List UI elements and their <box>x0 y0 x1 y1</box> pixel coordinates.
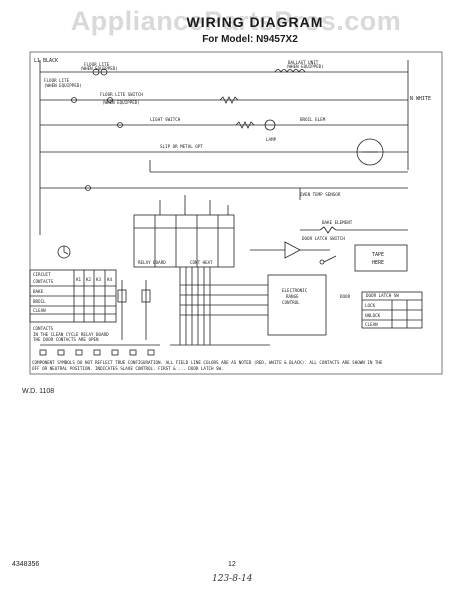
label-lamp: LAMP <box>266 137 277 142</box>
label-lock: LOCK <box>365 303 376 308</box>
label-floor-lite-top: FLOOR LITE <box>84 62 110 67</box>
watermark-text: AppliancePartsPros.com <box>70 6 402 36</box>
table-col-k1: K1 <box>76 277 82 282</box>
label-ballast-when-equipped: (WHEN EQUIPPED) <box>286 64 324 69</box>
page-number: 12 <box>228 561 236 568</box>
label-switch-when-equipped: (WHEN EQUIPPED) <box>102 100 140 105</box>
table-row-broil: BROIL <box>33 299 46 304</box>
label-oven-temp: OVEN TEMP SENSOR <box>300 192 341 197</box>
label-light-switch: LIGHT SWITCH <box>150 117 181 122</box>
label-unlock: UNLOCK <box>365 313 381 318</box>
table-col-k2: K2 <box>86 277 92 282</box>
legend-contacts: CONTACTS <box>33 326 54 331</box>
label-clean: CLEAN <box>365 322 378 327</box>
label-door-latch-switch: DOOR LATCH SWITCH <box>302 236 345 241</box>
label-door: DOOR <box>340 294 351 299</box>
diagram-lines <box>29 51 443 375</box>
table-header-contacts: CONTACTS <box>33 279 54 284</box>
label-floor-lite-left: FLOOR LITE <box>44 78 70 83</box>
table-row-bake: BAKE <box>33 289 44 294</box>
label-when-equipped-top: (WHEN EQUIPPED) <box>80 66 118 71</box>
wd-number: W.D. 1108 <box>22 388 55 395</box>
handwritten-note: 123-8-14 <box>212 574 253 584</box>
component-note: COMPONENT SYMBOLS DO NOT REFLECT TRUE CO… <box>32 360 383 365</box>
label-bake-element: BAKE ELEMENT <box>322 220 353 225</box>
page-title: WIRING DIAGRAM <box>186 14 324 30</box>
footnote-2: THE DOOR CONTACTS ARE OPEN <box>33 337 99 342</box>
component-note-2: OFF OR NEUTRAL POSITION. INDICATES SLAVE… <box>32 366 224 371</box>
table-row-clean: CLEAN <box>33 308 46 313</box>
label-cont-heat: CONT HEAT <box>190 260 213 265</box>
model-subtitle: For Model: N9457X2 <box>202 34 298 45</box>
label-broil-element: BROIL ELEM <box>300 117 326 122</box>
label-here: HERE <box>372 260 384 266</box>
label-range: RANGE <box>286 294 299 299</box>
label-electronic: ELECTRONIC <box>282 288 308 293</box>
label-l1: L1 BLACK <box>34 58 58 64</box>
label-when-equipped-left: (WHEN EQUIPPED) <box>44 83 82 88</box>
label-relay-board: RELAY BOARD <box>138 260 166 265</box>
label-ballast-unit: BALLAST UNIT <box>288 60 319 65</box>
table-header-circuit: CIRCUIT <box>33 272 51 277</box>
label-metal-option: SLIP OR METAL OPT <box>160 144 203 149</box>
document-number: 4348356 <box>12 561 40 568</box>
footnote-1: IN THE CLEAN CYCLE RELAY BOARD <box>33 332 109 337</box>
table-col-k3: K3 <box>96 277 102 282</box>
label-control: CONTROL <box>282 300 300 305</box>
label-tape: TAPE <box>372 252 384 258</box>
label-door-latch-sw: DOOR LATCH SW <box>366 293 399 298</box>
label-floor-lite-switch: FLOOR LITE SWITCH <box>100 92 143 97</box>
table-col-k4: K4 <box>107 277 113 282</box>
label-neutral: N WHITE <box>410 96 431 102</box>
